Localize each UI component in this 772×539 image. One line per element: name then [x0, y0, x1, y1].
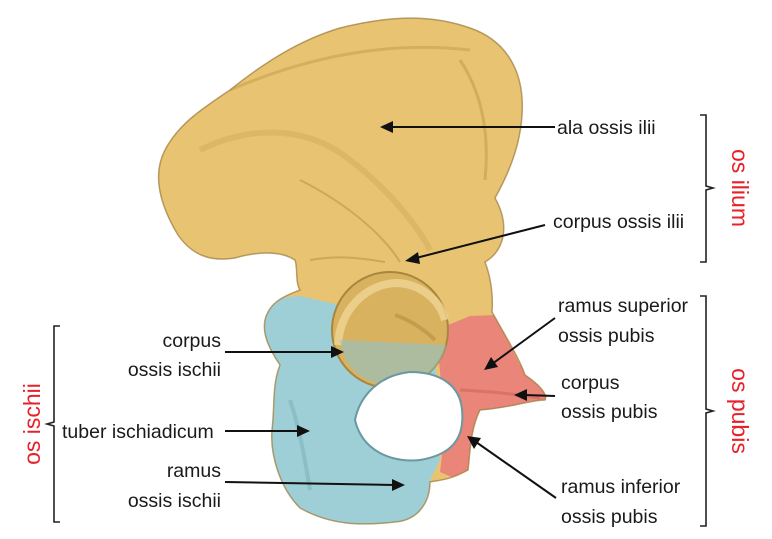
group-labels: os ilium os pubis os ischii — [19, 149, 753, 465]
arrowhead-ramus-ossis-ischii — [392, 479, 405, 491]
label-corpus-ossis-pubis-line2: ossis pubis — [561, 401, 658, 423]
arrow-ramus-superior — [491, 317, 556, 365]
label-ramus-inferior-line1: ramus inferior — [561, 476, 681, 498]
group-label-os-ischii: os ischii — [19, 383, 45, 465]
label-corpus-ossis-ischii-line1: corpus — [162, 330, 221, 352]
group-braces — [44, 114, 716, 527]
structure-labels: ala ossis ilii corpus ossis ilii ramus s… — [62, 117, 689, 528]
label-corpus-ossis-ischii-line2: ossis ischii — [128, 359, 221, 381]
label-ala-ossis-ilii: ala ossis ilii — [557, 117, 656, 139]
label-ramus-ossis-ischii-line1: ramus — [167, 460, 221, 482]
label-ramus-superior-line2: ossis pubis — [558, 325, 655, 347]
arrowhead-corpus-ossis-ischii — [331, 346, 344, 358]
label-ramus-inferior-line2: ossis pubis — [561, 506, 658, 528]
arrow-ramus-ossis-ischii — [224, 481, 396, 486]
brace-os-ischii — [44, 325, 60, 523]
arrowhead-tuber-ischiadicum — [297, 425, 310, 437]
label-arrows — [224, 121, 557, 499]
bone-regions — [158, 18, 546, 524]
bone-outline — [157, 17, 547, 525]
arrowhead-ramus-inferior — [467, 436, 481, 449]
obturator-foramen — [353, 370, 464, 462]
label-ramus-superior-line1: ramus superior — [558, 295, 689, 317]
arrowhead-corpus-ossis-ilii — [405, 252, 420, 264]
label-corpus-ossis-pubis-line1: corpus — [561, 372, 620, 394]
group-label-os-pubis: os pubis — [727, 368, 753, 454]
label-corpus-ossis-ilii: corpus ossis ilii — [553, 211, 684, 233]
arrowhead-corpus-ossis-pubis — [514, 389, 527, 401]
label-ramus-ossis-ischii-line2: ossis ischii — [128, 490, 221, 512]
arrowhead-ramus-superior — [484, 357, 498, 370]
arrow-corpus-ossis-pubis — [524, 394, 556, 397]
label-tuber-ischiadicum: tuber ischiadicum — [62, 421, 214, 443]
acetabulum — [331, 271, 449, 389]
arrowhead-ala-ossis-ilii — [380, 121, 393, 133]
bone-shading — [198, 45, 541, 491]
arrow-ramus-inferior — [475, 441, 557, 499]
brace-os-ilium — [700, 114, 716, 263]
pubis-region — [436, 315, 546, 485]
arrow-corpus-ossis-ilii — [415, 224, 546, 259]
group-label-os-ilium: os ilium — [727, 149, 753, 227]
brace-os-pubis — [700, 295, 716, 527]
